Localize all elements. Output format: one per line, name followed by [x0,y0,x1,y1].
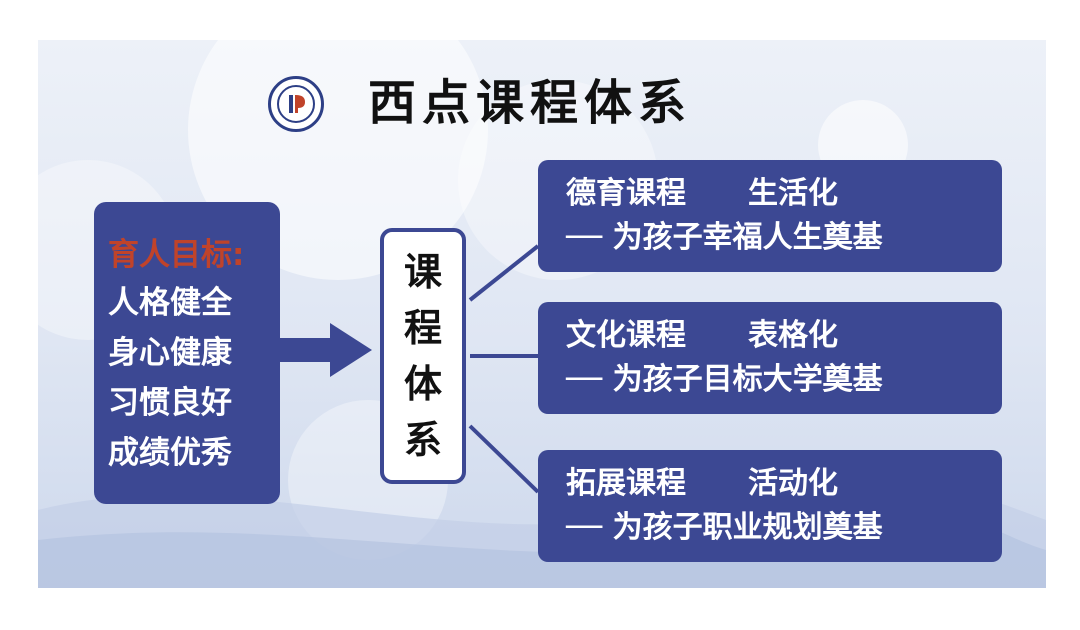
course-purpose: ── 为孩子目标大学奠基 [566,362,883,397]
school-emblem-icon [268,76,324,132]
page-title: 西点课程体系 [368,75,693,131]
arrow-shaft [280,338,334,362]
course-feature: 表格化 [748,318,838,353]
center-char: 课 [403,250,442,294]
course-purpose: ── 为孩子职业规划奠基 [566,510,883,545]
goal-item: 成绩优秀 [108,435,232,471]
arrow-head [330,323,372,377]
education-goal-box: 育人目标: 人格健全 身心健康 习惯良好 成绩优秀 [94,202,280,504]
course-name: 文化课程 [566,318,686,353]
center-char: 系 [403,418,442,462]
course-title-line: 德育课程 生活化 [566,172,1002,216]
goal-item: 身心健康 [108,335,232,371]
connector-line [468,424,540,494]
goal-item: 习惯良好 [108,385,232,421]
slide-canvas: 西点课程体系 育人目标: 人格健全 身心健康 习惯良好 成绩优秀 课 程 体 系… [38,40,1046,588]
connector-line [468,244,540,302]
course-purpose: ── 为孩子幸福人生奠基 [566,220,883,255]
center-char: 体 [403,362,442,406]
goal-heading: 育人目标: [108,237,245,273]
course-feature: 生活化 [748,176,838,211]
course-system-box: 课 程 体 系 [380,228,466,484]
course-box-extension: 拓展课程 活动化 ── 为孩子职业规划奠基 [538,450,1002,562]
course-title-line: 文化课程 表格化 [566,314,1002,358]
course-name: 拓展课程 [566,466,686,501]
center-char: 程 [403,306,442,350]
course-box-moral: 德育课程 生活化 ── 为孩子幸福人生奠基 [538,160,1002,272]
course-title-line: 拓展课程 活动化 [566,462,1002,506]
goal-item: 人格健全 [108,285,232,321]
course-box-culture: 文化课程 表格化 ── 为孩子目标大学奠基 [538,302,1002,414]
course-feature: 活动化 [748,466,838,501]
course-name: 德育课程 [566,176,686,211]
